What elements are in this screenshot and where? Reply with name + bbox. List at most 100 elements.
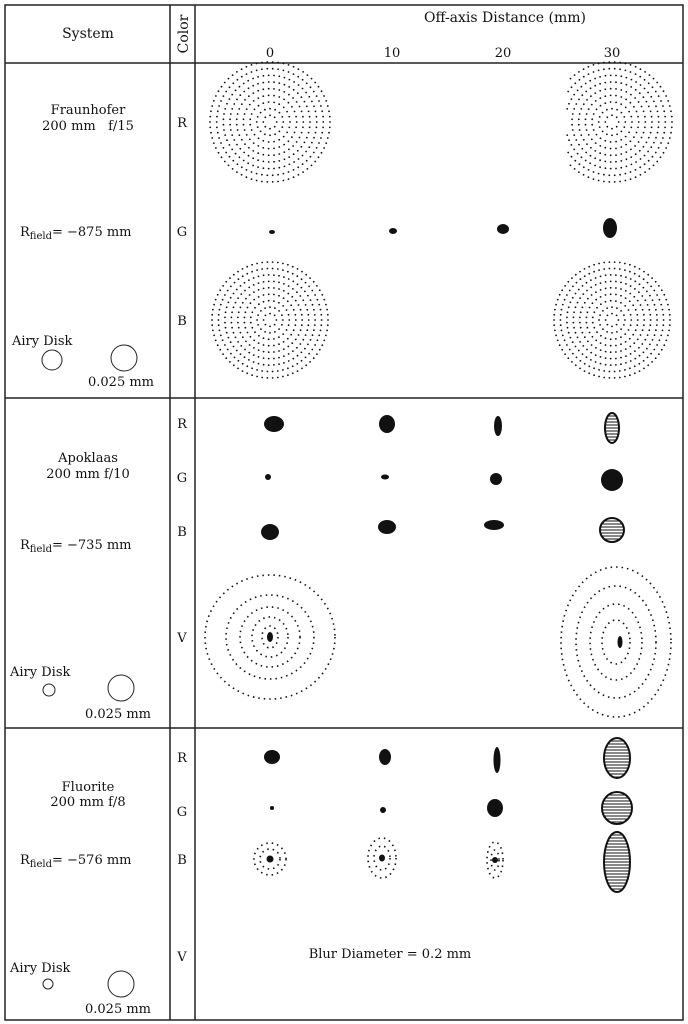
spot-dot bbox=[313, 105, 315, 108]
spot-dot bbox=[590, 344, 593, 346]
spot-dot bbox=[328, 126, 331, 129]
spot-dot bbox=[645, 100, 648, 103]
spot-dot bbox=[267, 141, 270, 143]
spot-dot bbox=[276, 376, 279, 379]
spot-dot bbox=[560, 308, 563, 311]
spot-dot bbox=[307, 324, 310, 327]
spot-dot bbox=[634, 73, 637, 75]
spot-dot bbox=[322, 121, 325, 123]
spot-dot bbox=[642, 96, 645, 99]
spot-dot bbox=[245, 65, 248, 68]
spot-dot bbox=[611, 332, 613, 334]
spot-dot bbox=[294, 313, 297, 316]
spot-dot bbox=[594, 142, 597, 145]
spot-dot bbox=[642, 359, 645, 362]
spot-dot bbox=[229, 123, 232, 126]
spot-blob bbox=[492, 857, 498, 863]
spot-dot bbox=[581, 94, 584, 97]
system-fluorite: Fluorite 200 mm f/8 Rfield= −576 mm Airy… bbox=[9, 751, 188, 1017]
spot-dot bbox=[283, 362, 285, 364]
spot-dot bbox=[579, 316, 581, 319]
spot-dotted-rings bbox=[204, 574, 336, 700]
spot-dot bbox=[644, 338, 647, 341]
spot-dot bbox=[271, 370, 274, 373]
spot-dot bbox=[267, 357, 270, 360]
spot-dot bbox=[629, 292, 632, 295]
spot-dot bbox=[246, 306, 249, 309]
spot-dotted-disk bbox=[211, 261, 329, 379]
airy-disk-label: Airy Disk bbox=[11, 334, 72, 349]
spot-dot bbox=[273, 338, 275, 340]
spot-dot bbox=[299, 308, 302, 311]
spot-dot bbox=[309, 361, 311, 363]
spot-dot bbox=[642, 278, 645, 281]
spot-dot bbox=[255, 121, 258, 123]
spot-dot bbox=[237, 359, 240, 362]
spot-dot bbox=[277, 68, 279, 71]
spot-dot bbox=[273, 101, 275, 104]
spot-dot bbox=[218, 308, 221, 311]
spot-outline bbox=[601, 791, 633, 825]
spot-dot bbox=[624, 121, 627, 123]
spot-dot bbox=[283, 283, 285, 285]
spot-dot bbox=[639, 68, 642, 71]
spot-dot bbox=[288, 156, 291, 159]
spot-dot bbox=[568, 102, 570, 105]
spot-dot bbox=[570, 86, 573, 89]
spot-dot bbox=[233, 103, 236, 105]
spot-dot bbox=[583, 301, 586, 304]
spot-dot bbox=[646, 304, 649, 306]
spot-dot bbox=[598, 262, 600, 265]
spot-dot bbox=[641, 329, 644, 332]
spot-dot bbox=[323, 298, 326, 301]
spot-dot bbox=[585, 129, 588, 131]
spot-dot bbox=[634, 176, 637, 179]
spot-dot bbox=[221, 339, 224, 342]
spot-dot bbox=[624, 269, 626, 271]
spot-dot bbox=[298, 105, 301, 108]
spot-dot bbox=[278, 89, 281, 91]
spot-dot bbox=[657, 95, 660, 97]
spot-dot bbox=[287, 345, 290, 348]
spot-dot bbox=[302, 71, 304, 73]
spot-dot bbox=[576, 301, 579, 304]
spot-dot bbox=[269, 114, 271, 117]
spot-dot bbox=[555, 303, 557, 306]
spot-dot bbox=[273, 280, 275, 283]
spot-dot bbox=[297, 334, 300, 336]
spot-dot bbox=[571, 118, 573, 121]
spot-dot bbox=[620, 363, 622, 366]
spot-dot bbox=[245, 134, 248, 136]
spot-dot bbox=[229, 341, 232, 344]
spot-dot bbox=[597, 179, 600, 182]
spot-hatched bbox=[604, 412, 620, 444]
spot-dot bbox=[579, 359, 582, 362]
spot-dot bbox=[592, 129, 595, 131]
spot-dot bbox=[256, 375, 258, 378]
spot-dot bbox=[243, 129, 246, 131]
spot-dot bbox=[308, 95, 311, 98]
spot-dot bbox=[662, 319, 665, 321]
spot-dot bbox=[217, 90, 220, 93]
spot-dot bbox=[292, 288, 294, 290]
spot-dot bbox=[217, 313, 220, 316]
spot-dot bbox=[278, 130, 281, 133]
spot-dot bbox=[271, 181, 274, 183]
spot-dot bbox=[656, 319, 658, 321]
spot-dot bbox=[290, 333, 293, 336]
spot-dot bbox=[609, 351, 612, 354]
spot-ring bbox=[261, 625, 279, 649]
spot-dot bbox=[629, 263, 631, 266]
spot-dot bbox=[613, 174, 616, 177]
spot-dot bbox=[309, 121, 311, 123]
spot-dot bbox=[316, 339, 319, 342]
spot-dot bbox=[600, 303, 602, 306]
spot-dot bbox=[593, 311, 596, 314]
spot-dot bbox=[634, 88, 637, 91]
spot-dot bbox=[615, 280, 617, 283]
spot-dot bbox=[578, 113, 581, 115]
spot-dot bbox=[300, 131, 303, 134]
spot-dot bbox=[257, 342, 260, 344]
spot-dot bbox=[630, 93, 632, 96]
spot-dot bbox=[281, 116, 284, 118]
